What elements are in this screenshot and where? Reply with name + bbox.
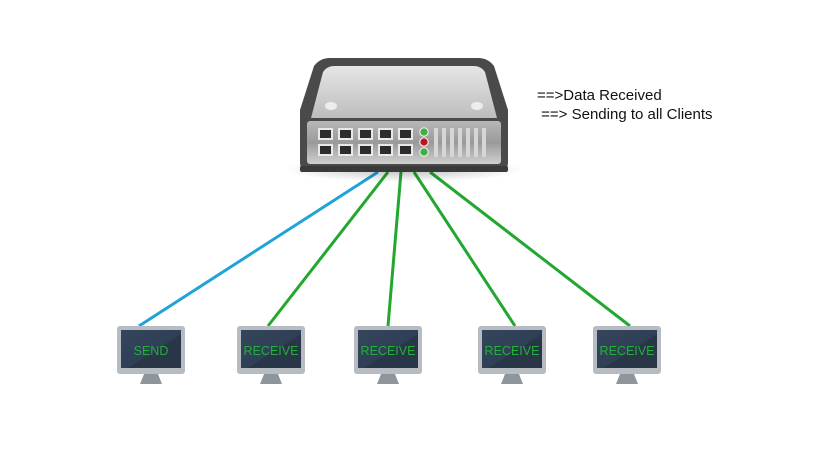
hub-vent (474, 128, 478, 157)
receive-label: RECEIVE (244, 344, 299, 358)
client-computer: RECEIVE (354, 326, 422, 384)
monitor-screen (482, 330, 542, 368)
annotation-sending-to-all: ==> Sending to all Clients (537, 106, 713, 123)
monitor-screen (121, 330, 181, 368)
client-computer: RECEIVE (593, 326, 661, 384)
receive-link (266, 171, 390, 327)
hub-front-panel (307, 121, 501, 164)
links-group (138, 170, 631, 328)
hub-vent (442, 128, 446, 157)
hub-device (284, 58, 524, 182)
hub-leds (419, 127, 429, 157)
monitor-stand (260, 374, 282, 384)
hub-led-icon (419, 147, 429, 157)
monitor-stand (501, 374, 523, 384)
hub-port-socket (340, 146, 351, 154)
hub-port-socket (340, 130, 351, 138)
receive-label: RECEIVE (361, 344, 416, 358)
hub-port-socket (400, 130, 411, 138)
client-computer: SEND (117, 326, 185, 384)
client-computer: RECEIVE (478, 326, 546, 384)
hub-port-socket (360, 146, 371, 154)
monitor-stand (377, 374, 399, 384)
hub-port-socket (380, 146, 391, 154)
hub-port-socket (380, 130, 391, 138)
annotation-data-received: ==>Data Received (537, 87, 662, 104)
hub-screw-right (471, 102, 483, 110)
receive-label: RECEIVE (485, 344, 540, 358)
monitor-screen (358, 330, 418, 368)
hub-port-socket (360, 130, 371, 138)
hub-screw-left (325, 102, 337, 110)
monitor-screen (241, 330, 301, 368)
send-link (138, 170, 379, 328)
hub-led-icon (419, 137, 429, 147)
monitor-screen (597, 330, 657, 368)
hub-vent (450, 128, 454, 157)
hub-ports (318, 128, 413, 156)
receive-link (412, 171, 517, 327)
clients-group: SEND RECEIVE RECEIVE RECEIVE RECEIVE (117, 326, 661, 384)
hub-vent (458, 128, 462, 157)
hub-led-icon (419, 127, 429, 137)
hub-vents (434, 128, 486, 157)
hub-vent (434, 128, 438, 157)
client-computer: RECEIVE (237, 326, 305, 384)
hub-port-socket (320, 146, 331, 154)
receive-link (386, 171, 403, 327)
monitor-stand (140, 374, 162, 384)
hub-vent (482, 128, 486, 157)
hub-top-panel (311, 66, 497, 118)
send-label: SEND (134, 344, 169, 358)
receive-link (429, 170, 631, 328)
hub-port-socket (400, 146, 411, 154)
monitor-stand (616, 374, 638, 384)
hub-bottom-strip (300, 166, 508, 172)
hub-port-socket (320, 130, 331, 138)
receive-label: RECEIVE (600, 344, 655, 358)
hub-vent (466, 128, 470, 157)
